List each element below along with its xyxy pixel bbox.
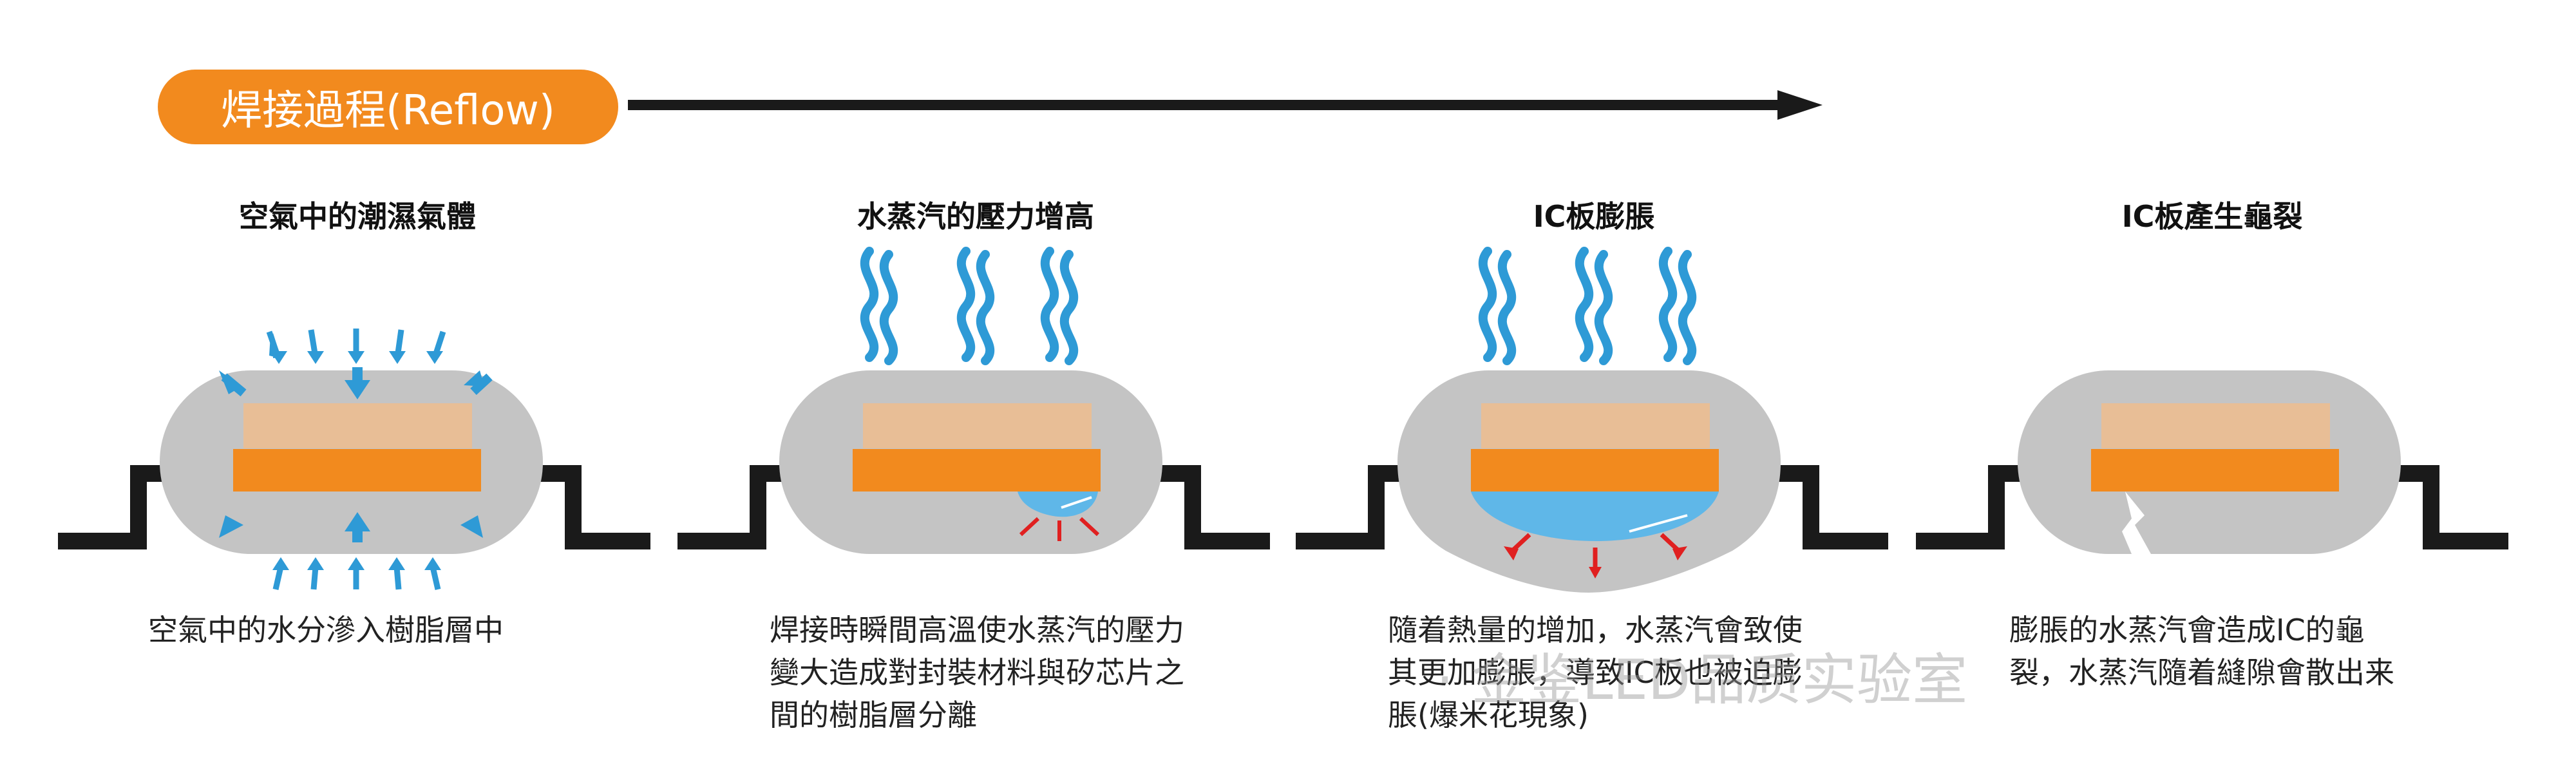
vapor-wave-icons xyxy=(860,247,1079,365)
vapor-wave-icons xyxy=(1478,247,1697,365)
silicon-die xyxy=(863,403,1092,448)
watermark: · 金鉴LED品质实验室 xyxy=(1436,648,1968,712)
internal-moisture-arrows xyxy=(219,367,493,542)
stage-3-package xyxy=(1296,247,1888,593)
crack xyxy=(2122,491,2151,554)
vapor-highlight xyxy=(1629,514,1688,533)
lead-frame xyxy=(1471,449,1719,491)
stage-2-package xyxy=(677,247,1270,554)
stage-4-package xyxy=(1916,370,2508,554)
stage-4-title: IC板產生龜裂 xyxy=(2121,199,2303,234)
vapor-pocket xyxy=(1471,491,1719,541)
silicon-die xyxy=(243,403,472,448)
stage-3-caption: 隨着熱量的增加，水蒸汽會致使其更加膨脹，導致IC板也被迫膨脹(爆米花現象) xyxy=(1388,613,1803,732)
stage-4-caption: 膨脹的水蒸汽會造成IC的龜裂，水蒸汽隨着縫隙會散出来 xyxy=(2009,613,2394,690)
silicon-die xyxy=(2101,403,2330,448)
silicon-die xyxy=(1481,403,1710,448)
reflow-process-label: 焊接過程(Reflow) xyxy=(158,70,618,144)
stage-2-caption: 焊接時瞬間高溫使水蒸汽的壓力變大造成對封裝材料與矽芯片之間的樹脂層分離 xyxy=(770,613,1184,732)
lead-frame xyxy=(233,449,481,491)
lead-frame xyxy=(2091,449,2339,491)
lead-frame xyxy=(853,449,1101,491)
stage-1-title: 空氣中的潮濕氣體 xyxy=(239,199,476,234)
process-timeline-arrow xyxy=(628,90,1823,120)
stage-1-caption: 空氣中的水分滲入樹脂層中 xyxy=(148,613,504,647)
moisture-inflow-arrows xyxy=(266,329,446,591)
vapor-highlight xyxy=(1061,496,1092,509)
stage-2-title: 水蒸汽的壓力增高 xyxy=(857,199,1094,234)
stage-3-title: IC板膨脹 xyxy=(1533,199,1655,234)
vapor-pocket xyxy=(1018,491,1098,517)
pressure-arrows xyxy=(1019,517,1100,541)
stage-1-package xyxy=(58,329,650,591)
